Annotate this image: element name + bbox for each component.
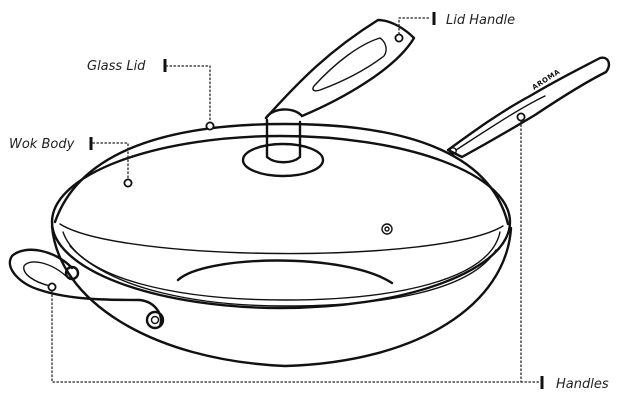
wok-body: [50, 134, 513, 368]
lid-handle-label: Lid Handle: [446, 13, 515, 28]
lid-handle-marker: [394, 33, 404, 43]
long-handle-marker: [516, 112, 526, 122]
glass-lid-marker: [205, 121, 215, 131]
wok-body-label: Wok Body: [9, 137, 75, 152]
glass-lid: [53, 121, 510, 255]
handles-label: Handles: [556, 377, 609, 392]
wok-body-marker: [123, 178, 133, 188]
helper-handle: [8, 248, 165, 330]
helper-handle-marker: [47, 282, 57, 292]
lid-handle: [264, 18, 416, 164]
callout-leaders: [51, 12, 544, 389]
glass-lid-label: Glass Lid: [87, 59, 146, 74]
long-handle: AROMA: [446, 56, 611, 159]
